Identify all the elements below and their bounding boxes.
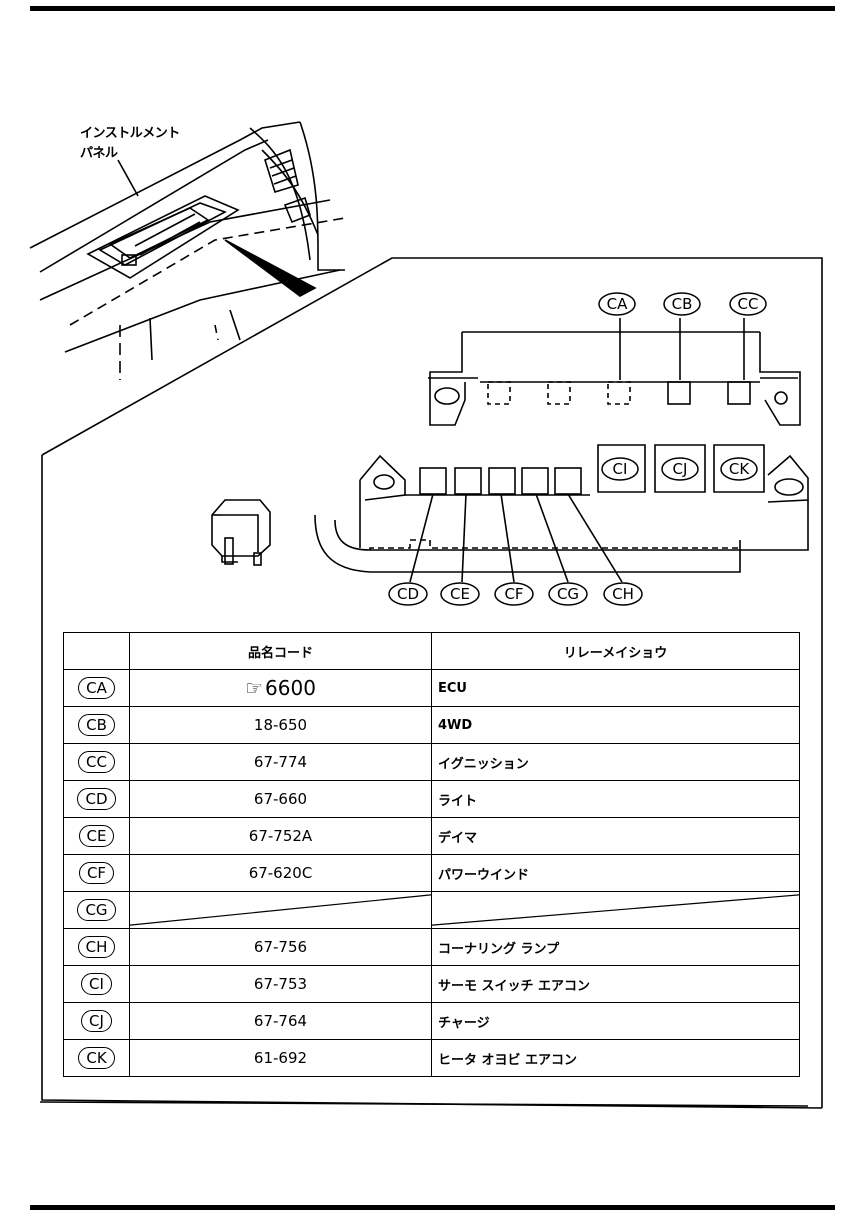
location-label-line2: パネル <box>80 146 118 161</box>
row-code-badge: CG <box>77 899 116 921</box>
row-code-badge: CK <box>78 1047 115 1069</box>
detail-frame <box>39 257 823 1109</box>
row-code-cell: CJ <box>63 1002 130 1040</box>
table-header-row: 品名コード リレーメイショウ <box>63 632 800 670</box>
row-code-cell: CG <box>63 891 130 929</box>
row-relay-name: ヒータ オヨビ エアコン <box>431 1039 800 1077</box>
row-part-code: 18-650 <box>129 706 432 744</box>
row-code-cell: CI <box>63 965 130 1003</box>
callout-label: CI <box>613 460 628 478</box>
row-code-cell: CD <box>63 780 130 818</box>
callout-label: CF <box>504 585 523 603</box>
row-relay-name: ライト <box>431 780 800 818</box>
row-relay-name: コーナリング ランプ <box>431 928 800 966</box>
callout-label: CB <box>672 295 693 313</box>
callouts <box>388 292 767 606</box>
row-code-badge: CH <box>77 936 116 958</box>
row-part-code: 67-620C <box>129 854 432 892</box>
row-part-code: 67-753 <box>129 965 432 1003</box>
row-relay-name: 4WD <box>431 706 800 744</box>
upper-relay-block <box>428 318 801 426</box>
callout-label: CA <box>607 295 628 313</box>
row-part-code: 67-752A <box>129 817 432 855</box>
row-code-badge: CD <box>77 788 116 810</box>
row-relay-name: パワーウインド <box>431 854 800 892</box>
bottom-rule <box>30 1205 835 1210</box>
row-code-cell: CK <box>63 1039 130 1077</box>
row-code-badge: CI <box>81 973 112 995</box>
row-code-badge: CB <box>78 714 115 736</box>
row-part-code: ☞6600 <box>129 669 432 707</box>
callout-label: CH <box>612 585 634 603</box>
pointing-hand-icon: ☞ <box>245 676 264 700</box>
callout-label: CD <box>397 585 419 603</box>
row-relay-name: チャージ <box>431 1002 800 1040</box>
instrument-panel-sketch <box>29 121 346 380</box>
row-relay-name: イグニッション <box>431 743 800 781</box>
callout-label: CG <box>557 585 579 603</box>
row-part-code: 67-764 <box>129 1002 432 1040</box>
row-code-badge: CA <box>78 677 115 699</box>
header-relay-name: リレーメイショウ <box>431 632 800 670</box>
row-code-badge: CE <box>78 825 115 847</box>
row-code-cell: CE <box>63 817 130 855</box>
row-code-cell: CB <box>63 706 130 744</box>
callout-label: CC <box>738 295 759 313</box>
relay-unit-drawing <box>211 499 271 566</box>
row-relay-name: サーモ スイッチ エアコン <box>431 965 800 1003</box>
row-relay-name: デイマ <box>431 817 800 855</box>
location-label-line1: インストルメント <box>80 126 180 141</box>
callout-label: CJ <box>673 460 688 478</box>
empty-cell-slash <box>130 892 431 928</box>
row-code-badge: CF <box>78 862 115 884</box>
row-code-badge: CC <box>78 751 115 773</box>
row-code-cell: CA <box>63 669 130 707</box>
callout-label: CK <box>729 460 750 478</box>
row-part-code: 67-756 <box>129 928 432 966</box>
part-code-value: 6600 <box>265 676 316 700</box>
row-code-badge: CJ <box>81 1010 112 1032</box>
row-code-cell: CC <box>63 743 130 781</box>
row-code-cell: CH <box>63 928 130 966</box>
table-row: CG <box>63 891 800 929</box>
row-code-cell: CF <box>63 854 130 892</box>
top-rule <box>30 6 835 11</box>
header-part-code: 品名コード <box>129 632 432 670</box>
row-relay-name <box>431 891 800 929</box>
row-relay-name: ECU <box>431 669 800 707</box>
empty-cell-slash <box>432 892 799 928</box>
row-part-code: 61-692 <box>129 1039 432 1077</box>
row-part-code: 67-774 <box>129 743 432 781</box>
header-code <box>63 632 130 670</box>
row-part-code <box>129 891 432 929</box>
callout-label: CE <box>450 585 470 603</box>
lower-relay-block <box>314 444 809 583</box>
row-part-code: 67-660 <box>129 780 432 818</box>
